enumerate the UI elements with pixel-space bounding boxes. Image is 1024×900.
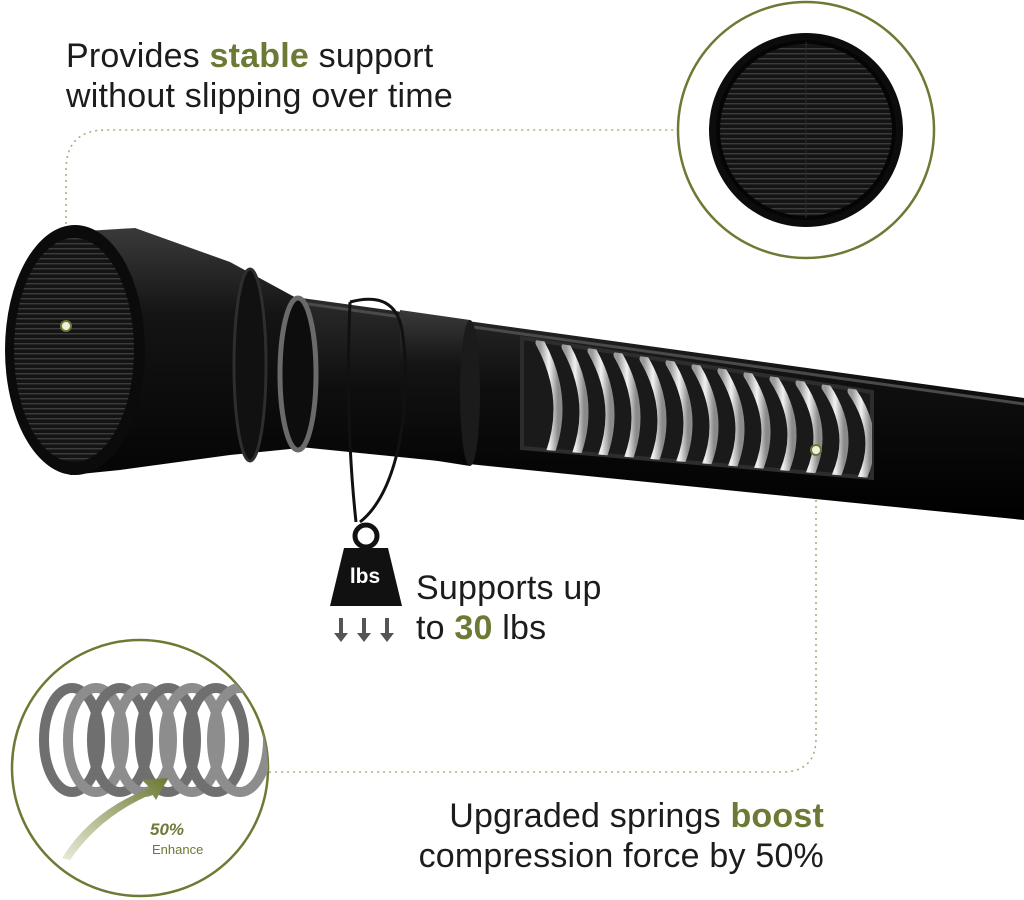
window-coil [691,362,719,471]
visible-spring-coils [535,338,872,478]
rod-collar [400,310,470,466]
window-coil [769,374,797,477]
enhance-percent: 50% [150,820,185,839]
grip-feature-caption: Provides stable support without slipping… [66,37,453,115]
weight-label: lbs [349,565,381,588]
curved-arrow-icon [62,778,168,860]
grip-leader-line [65,129,678,326]
spring-window [520,335,874,481]
spring-coil [135,683,201,797]
spring-coil [183,683,249,797]
window-coil [561,342,589,461]
spring-leader-line [262,452,817,773]
spring-coil-icon [39,683,268,797]
window-coil [717,366,745,473]
window-coil [639,354,667,467]
spring-callout-dot [810,444,822,456]
end-cap-ring [277,295,319,453]
load-highlight: 30 [454,609,493,647]
window-coil [821,382,849,478]
spring-highlight: boost [730,797,824,835]
grip-highlight: stable [209,37,309,75]
window-coil [587,346,615,463]
window-coil [535,338,563,458]
grip-callout-dot [60,320,72,332]
grip-face [14,238,134,462]
enhance-label: Enhance [152,842,204,857]
spring-coil [63,683,129,797]
grip-cap-zoom-icon [709,33,903,227]
spring-coil [87,683,153,797]
load-feature-caption: Supports up to 30 lbs [416,569,602,647]
window-coil [847,386,872,478]
spring-feature-caption: Upgraded springs boost compression force… [418,797,824,875]
window-coil [743,370,771,475]
window-coil [613,350,641,465]
leader-lines [65,129,817,773]
weight-icon [330,522,402,606]
spring-coil [159,683,225,797]
spring-coil [39,683,105,797]
window-coil [665,358,693,469]
down-arrows-icon [334,618,394,642]
window-coil [795,378,823,478]
hanging-string [349,297,408,524]
